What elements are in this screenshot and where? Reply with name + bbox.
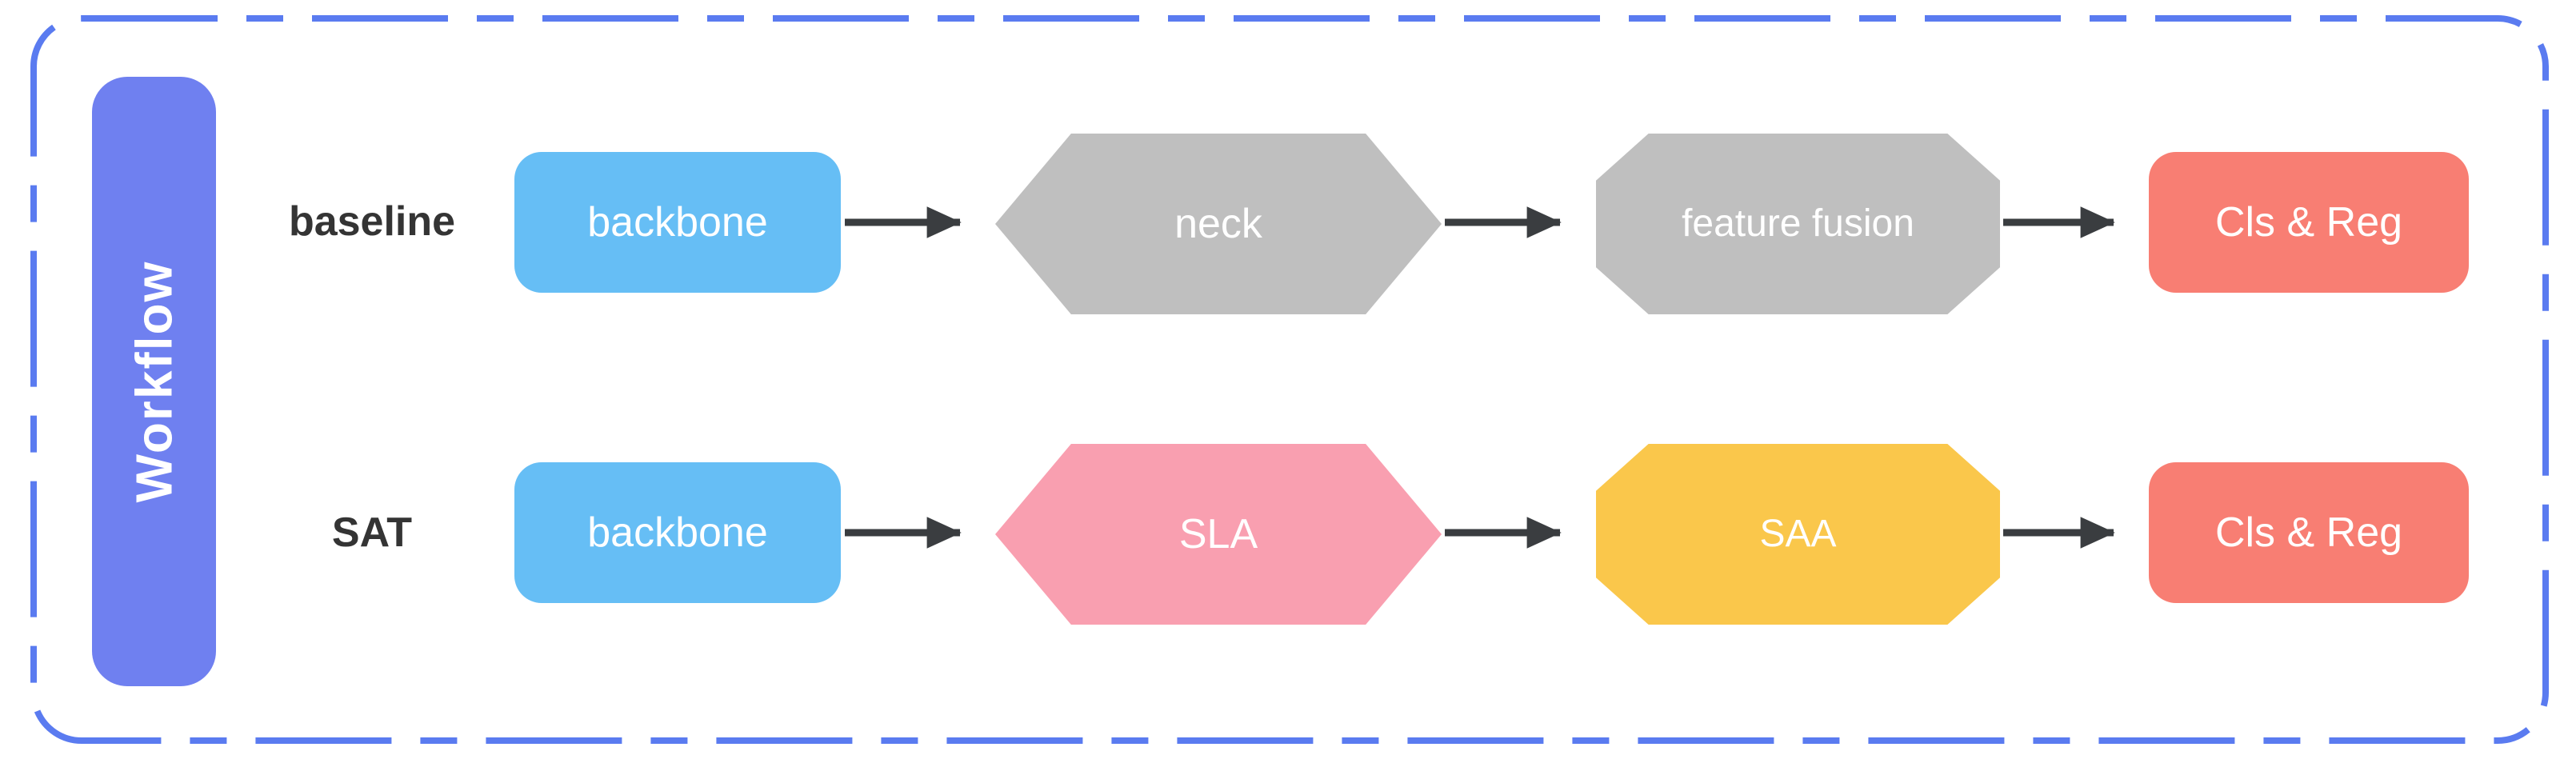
node-label: SAA xyxy=(1759,513,1837,555)
node-label: backbone xyxy=(587,198,768,246)
row-label-sat: SAT xyxy=(331,509,413,556)
node-label: backbone xyxy=(587,509,768,556)
node-feature-fusion: feature fusion xyxy=(1596,134,2000,314)
workflow-sidebar-title: Workflow xyxy=(125,260,183,503)
node-backbone-baseline: backbone xyxy=(514,152,841,293)
node-neck: neck xyxy=(995,134,1442,314)
node-label: Cls & Reg xyxy=(2214,509,2403,556)
node-label: neck xyxy=(1174,200,1262,247)
node-sla: SLA xyxy=(995,444,1442,625)
node-backbone-sat: backbone xyxy=(514,462,841,603)
workflow-sidebar: Workflow xyxy=(92,77,216,686)
node-label: SLA xyxy=(1178,510,1258,557)
node-saa: SAA xyxy=(1596,444,2000,625)
node-label: feature fusion xyxy=(1682,202,1914,245)
node-cls-reg-baseline: Cls & Reg xyxy=(2149,152,2469,293)
row-label-baseline: baseline xyxy=(288,198,456,245)
node-label: Cls & Reg xyxy=(2214,198,2403,246)
node-cls-reg-sat: Cls & Reg xyxy=(2149,462,2469,603)
